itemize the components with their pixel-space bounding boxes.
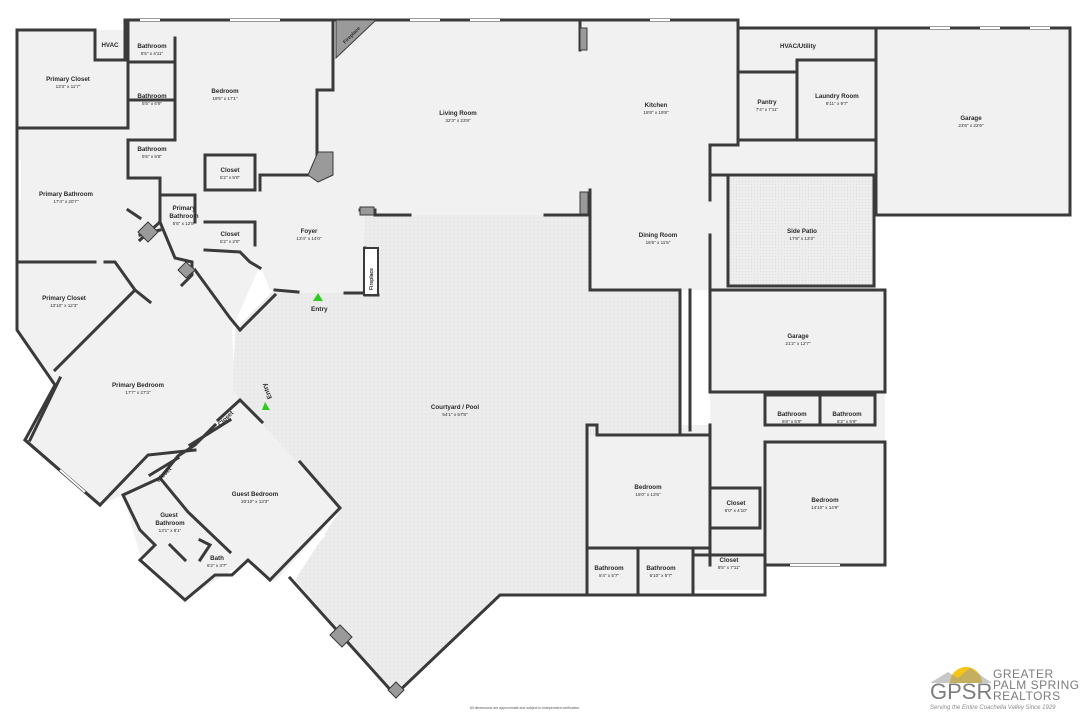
label-bath-e2: Bathroom xyxy=(832,411,862,418)
label-primary-closet: Primary Closet xyxy=(46,76,90,83)
dim-bath-e1: 6'8" x 5'9" xyxy=(782,419,802,424)
courtyard-floor xyxy=(233,215,680,695)
label-bath1: Bathroom xyxy=(137,43,167,50)
label-foyer: Foyer xyxy=(301,228,318,235)
label-hvac-utility: HVAC/Utility xyxy=(780,43,817,50)
label-primary-bathroom: Primary Bathroom xyxy=(39,191,93,198)
windows xyxy=(19,19,1050,566)
dim-laundry: 8'11" x 9'7" xyxy=(826,101,849,106)
dim-closet-b: 5'2" x 2'0" xyxy=(220,239,240,244)
dim-bath-s2: 6'10" x 5'7" xyxy=(650,573,673,578)
label-living-room: Living Room xyxy=(439,110,477,117)
label-dining: Dining Room xyxy=(639,232,678,239)
dim-guest-bedroom: 20'10" x 13'3" xyxy=(241,499,269,504)
column-courtyard xyxy=(329,624,353,648)
dim-bath2: 5'5" x 6'9" xyxy=(142,101,162,106)
label-laundry: Laundry Room xyxy=(815,93,859,100)
dim-kitchen: 18'8" x 19'8" xyxy=(643,110,669,115)
label-closet-c: Closet xyxy=(727,500,746,507)
column-dining xyxy=(579,191,589,215)
label-primary-bathroom-small-1: Primary xyxy=(172,205,196,212)
logo-line3: REALTORS xyxy=(993,689,1061,703)
dim-bedroom-nw: 19'5" x 17'1" xyxy=(212,96,238,101)
walls xyxy=(15,18,1072,698)
dim-primary-bedroom: 17'7" x 27'3" xyxy=(125,390,151,395)
dim-bedroom-se: 14'10" x 14'9" xyxy=(811,505,839,510)
dim-closet-c: 6'0" x 4'10" xyxy=(725,508,748,513)
label-primary-bathroom-small-2: Bathroom xyxy=(169,213,199,220)
dim-primary-closet: 13'3" x 11'7" xyxy=(56,84,81,89)
hearth-foyer xyxy=(307,151,334,183)
label-bath-small: Bath xyxy=(210,555,224,562)
label-guest-bathroom-1: Guest xyxy=(160,512,178,519)
label-guest-bathroom-2: Bathroom xyxy=(155,520,185,527)
dim-bath-s1: 5'4" x 5'7" xyxy=(599,573,619,578)
column-courtyard-bottom xyxy=(387,681,405,699)
label-hvac: HVAC xyxy=(101,42,119,49)
column-closet xyxy=(137,221,159,243)
dim-courtyard: 54'1" x 57'8" xyxy=(442,412,468,417)
dim-closet-d: 8'5" x 7'11" xyxy=(718,565,741,570)
dim-primary-closet2: 13'10" x 12'3" xyxy=(50,303,78,308)
dim-side-patio: 17'8" x 13'3" xyxy=(789,236,815,241)
dim-garage1: 23'6" x 22'6" xyxy=(958,123,984,128)
logo-line2: PALM SPRINGS xyxy=(993,678,1080,692)
dim-bedroom-s: 15'0" x 13'6" xyxy=(635,492,661,497)
dim-pantry: 7'4" x 7'11" xyxy=(756,107,779,112)
dim-primary-bathroom-small: 5'5" x 12'8" xyxy=(173,221,196,226)
logo-tagline: Serving the Entire Coachella Valley Sinc… xyxy=(930,705,1056,711)
dim-garage2: 21'2" x 12'7" xyxy=(785,341,811,346)
logo-mountain-icon xyxy=(930,668,992,683)
dim-bath-e2: 6'2" x 5'9" xyxy=(837,419,857,424)
dim-bath3: 5'5" x 5'8" xyxy=(142,154,162,159)
label-pantry: Pantry xyxy=(757,99,777,106)
label-primary-bedroom: Primary Bedroom xyxy=(112,382,164,389)
dim-living-room: 32'3" x 23'8" xyxy=(445,118,471,123)
label-garage1: Garage xyxy=(960,115,982,122)
label-guest-bedroom: Guest Bedroom xyxy=(232,491,279,498)
dim-foyer: 13'4" x 14'0" xyxy=(296,236,322,241)
dim-bath1: 5'5" x 4'11" xyxy=(141,51,164,56)
label-bath-s1: Bathroom xyxy=(594,565,624,572)
label-side-patio: Side Patio xyxy=(787,228,817,235)
side-patio-floor xyxy=(728,178,874,286)
fireplace-courtyard: Fireplace xyxy=(363,247,379,296)
dim-closet-a: 5'2" x 5'0" xyxy=(220,175,240,180)
fireplace-courtyard-label: Fireplace xyxy=(369,268,375,290)
dim-guest-bathroom: 13'1" x 8'1" xyxy=(159,528,182,533)
label-garage2: Garage xyxy=(787,333,809,340)
label-closet-b: Closet xyxy=(221,231,240,238)
column-dining-mark xyxy=(359,206,375,216)
gpsr-logo: GPSR GREATER PALM SPRINGS REALTORS Servi… xyxy=(930,667,1080,711)
label-kitchen: Kitchen xyxy=(645,102,668,109)
label-closet-d: Closet xyxy=(720,557,739,564)
entry-label-foyer: Entry xyxy=(311,306,328,313)
label-bedroom-nw: Bedroom xyxy=(211,88,239,95)
dim-dining: 16'6" x 11'5" xyxy=(646,240,671,245)
column-foyer xyxy=(177,261,196,279)
logo-acronym: GPSR xyxy=(930,679,992,704)
label-bedroom-se: Bedroom xyxy=(811,497,839,504)
label-bath-e1: Bathroom xyxy=(777,411,807,418)
label-closet-a: Closet xyxy=(221,167,240,174)
label-primary-closet2: Primary Closet xyxy=(42,295,86,302)
entry-marker-foyer: Entry xyxy=(311,293,328,313)
dim-primary-bathroom: 17'4" x 20'7" xyxy=(53,199,79,204)
disclaimer: All dimensions are approximate and subje… xyxy=(470,706,581,710)
label-bath3: Bathroom xyxy=(137,146,167,153)
column-kitchen xyxy=(579,27,588,51)
dim-bath-small: 6'2" x 3'7" xyxy=(207,563,227,568)
label-courtyard: Courtyard / Pool xyxy=(431,404,479,411)
room-labels: HVAC Bathroom 5'5" x 4'11" Primary Close… xyxy=(39,42,984,578)
label-bath-s2: Bathroom xyxy=(646,565,676,572)
logo-line1: GREATER xyxy=(993,667,1054,681)
label-bath2: Bathroom xyxy=(137,93,167,100)
label-bedroom-s: Bedroom xyxy=(634,484,662,491)
